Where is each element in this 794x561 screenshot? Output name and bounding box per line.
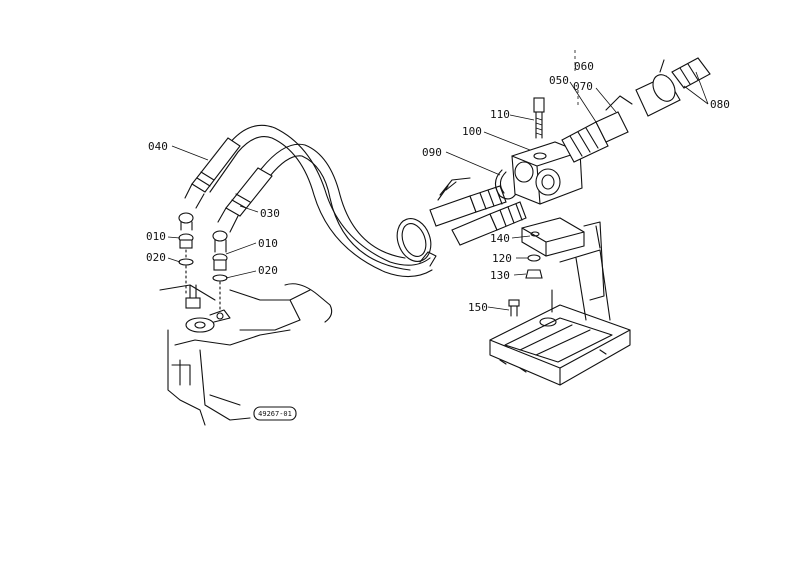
callout-120: 120 xyxy=(492,252,512,265)
leader-lines xyxy=(167,71,709,311)
callout-150: 150 xyxy=(468,301,488,314)
nut-130 xyxy=(525,269,543,279)
manifold-block-100 xyxy=(511,141,583,205)
hose-clamp xyxy=(396,218,437,267)
callout-100: 100 xyxy=(462,125,482,138)
engine-block xyxy=(159,283,333,426)
connector-050 xyxy=(561,95,633,163)
mounting-frame xyxy=(489,249,631,386)
snap-ring-090 xyxy=(494,169,519,200)
block-fitting-left xyxy=(185,284,231,333)
bolt-150 xyxy=(508,299,520,317)
callout-070: 070 xyxy=(573,80,593,93)
callout-030: 030 xyxy=(260,207,280,220)
callout-050: 050 xyxy=(549,74,569,87)
callout-110: 110 xyxy=(490,108,510,121)
callout-140: 140 xyxy=(490,232,510,245)
callout-020b: 020 xyxy=(258,264,278,277)
callout-130: 130 xyxy=(490,269,510,282)
reference-code-badge: 49267-01 xyxy=(253,406,297,421)
reference-code: 49267-01 xyxy=(258,410,292,418)
callout-040: 040 xyxy=(148,140,168,153)
callout-080: 080 xyxy=(710,98,730,111)
callout-010: 010 xyxy=(146,230,166,243)
callout-labels: 040 010 020 030 010 020 090 100 110 060 … xyxy=(146,60,730,314)
callout-010b: 010 xyxy=(258,237,278,250)
elbow-fitting-left xyxy=(178,212,194,297)
bolt-110 xyxy=(533,97,545,139)
callout-060: 060 xyxy=(574,60,594,73)
hose-040 xyxy=(184,124,433,278)
washer-120 xyxy=(527,254,541,262)
pipe-end-upper xyxy=(429,177,507,227)
switch-080 xyxy=(574,50,711,117)
callout-020: 020 xyxy=(146,251,166,264)
callout-090: 090 xyxy=(422,146,442,159)
bracket-140 xyxy=(521,217,605,301)
hose-030 xyxy=(217,143,411,271)
pipe-end-lower xyxy=(451,201,527,246)
elbow-fitting-right xyxy=(212,230,228,313)
